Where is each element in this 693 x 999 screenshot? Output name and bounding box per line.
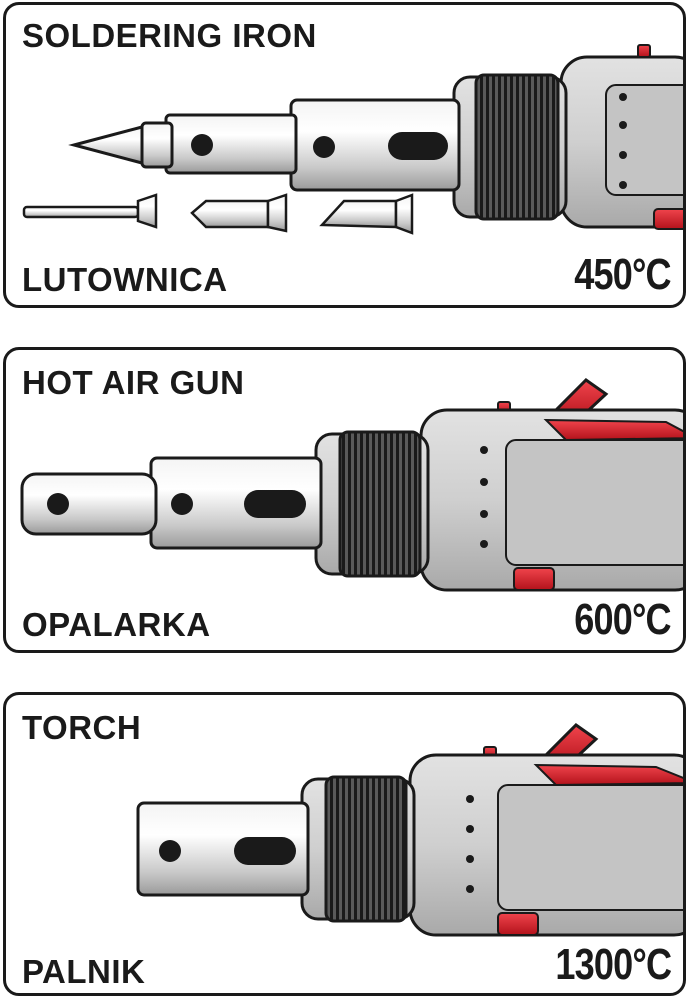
torch-nozzle-icon bbox=[136, 801, 310, 897]
temperature-label: 1300°C bbox=[555, 940, 672, 989]
torch-panel: TORCH PALNIK 1300°C bbox=[3, 692, 686, 996]
torch-illustration bbox=[136, 723, 683, 937]
knurled-collar bbox=[300, 775, 416, 923]
tool-handle-icon bbox=[408, 723, 683, 937]
panel-title-pl: LUTOWNICA bbox=[22, 261, 228, 298]
panel-title-pl: OPALARKA bbox=[22, 606, 211, 643]
knurled-collar bbox=[452, 73, 568, 221]
spare-tips bbox=[22, 193, 414, 235]
temperature-label: 450°C bbox=[574, 250, 671, 299]
hot-air-gun-panel: HOT AIR GUN OPALARKA 600°C bbox=[3, 347, 686, 653]
tool-handle-icon bbox=[559, 44, 683, 230]
panel-title-en: TORCH bbox=[22, 709, 142, 746]
soldering-tip-icon bbox=[68, 98, 461, 192]
hot-air-gun-illustration bbox=[20, 378, 683, 592]
soldering-iron-illustration bbox=[22, 44, 683, 235]
soldering-iron-panel: SOLDERING IRON LUTOWNICA 450°C bbox=[3, 2, 686, 308]
temperature-label: 600°C bbox=[574, 595, 671, 644]
tool-handle-icon bbox=[419, 378, 683, 592]
panel-title-en: SOLDERING IRON bbox=[22, 17, 317, 54]
hot-air-nozzle-icon bbox=[20, 456, 323, 550]
knurled-collar bbox=[314, 430, 430, 578]
panel-title-pl: PALNIK bbox=[22, 953, 146, 990]
panel-title-en: HOT AIR GUN bbox=[22, 364, 245, 401]
